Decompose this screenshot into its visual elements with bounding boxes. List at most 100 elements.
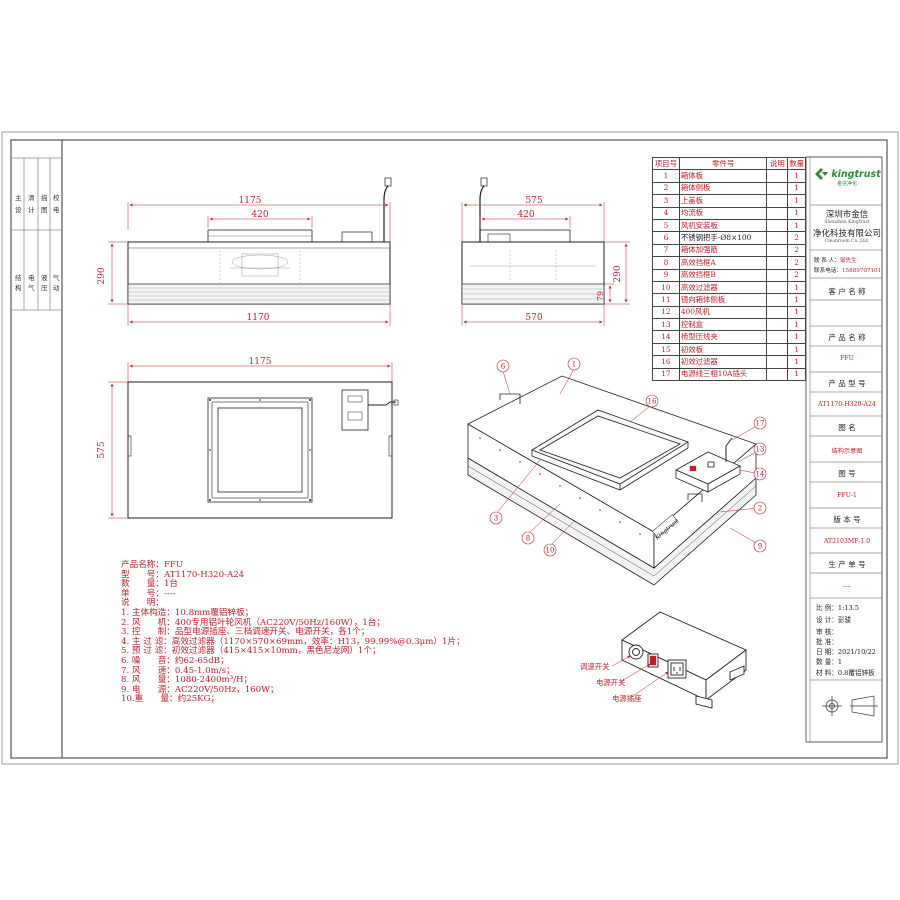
iso-label-10: 10 [546,547,555,555]
dim-top-width: 1175 [249,357,272,367]
bom-cell-no: 12 [652,305,680,320]
bom-cell-remark [766,355,789,369]
contact-label: 联 系 人： [814,258,840,264]
dim-top-height: 575 [97,441,107,458]
svg-text:构: 构 [15,283,22,292]
isometric-view [467,375,757,586]
svg-text:电: 电 [53,205,60,214]
company-name-en-2: Cleanroom Co.,Ltd. [824,239,870,244]
iso-label-13: 13 [756,446,765,454]
product-model-value: AT1170-H320-A24 [818,401,876,408]
iso-label-8: 8 [526,535,530,543]
customer-label: 客 户 名 称 [828,287,866,296]
bom-cell-qty: 2 [787,243,806,258]
bom-cell-qty: 1 [787,355,806,369]
spec-date: 日 期：2021/10/22 [816,648,876,656]
bom-cell-part: 镜向箱体侧板 [678,293,768,307]
bom-cell-part: 椅型压线夹 [678,330,768,344]
note-line: 10.重 量：约25KG； [121,694,220,705]
note-line: 4. 主 过 滤：高效过滤器（1170×570×69mm，效率：H13，99.9… [121,636,465,647]
dim-side-small: 79 [596,291,605,301]
spec-approve: 批 准： [816,638,838,646]
bom-cell-no: 13 [652,318,680,332]
note-line: 1. 主体构造：10.8mm覆铝锌板； [121,607,254,618]
bom-cell-qty: 1 [787,218,806,233]
version-label: 版 本 号 [833,515,861,524]
bom-cell-part: 风机安装板 [678,218,768,233]
bom-cell-qty: 1 [787,318,806,332]
iso-label-9: 9 [758,543,762,551]
bom-cell-part: 电源线三相10A插头 [678,367,768,382]
company-name-2: 净化科技有限公司 [812,229,881,239]
iso-label-2: 2 [758,505,762,513]
phone-value: 15889707101 [841,268,882,274]
bom-cell-no: 4 [652,206,680,220]
bom-cell-remark [766,318,789,332]
note-line: 产品名称：FFU [121,560,184,570]
svg-text:气: 气 [53,273,60,282]
bom-header-part: 零件号 [678,156,768,171]
callout-power-switch: 电源开关 [596,678,626,687]
bom-cell-no: 1 [652,169,680,183]
bom-cell-no: 11 [652,293,680,307]
svg-text:压: 压 [41,284,48,292]
contact-row: 联 系 人：邹先生 [814,256,857,264]
drawing-name-label: 图 名 [838,423,856,432]
company-logo: kingtrust [812,166,882,182]
iso-label-1: 1 [572,361,576,369]
bom-cell-remark [766,342,789,357]
spec-scale: 比 例：1:13.5 [816,604,859,612]
bom-cell-remark [766,169,789,183]
bom-cell-no: 9 [652,268,680,282]
version-value: AT2103MF-1.0 [823,538,871,545]
dim-side-width: 575 [525,196,542,206]
spec-designer: 设 计：彭骏 [816,616,852,624]
bom-cell-no: 2 [652,181,680,196]
note-line: 5. 预 过 滤：初效过滤器（415×415×10mm，黑色尼龙网）1个； [121,646,381,657]
svg-text:计: 计 [28,205,35,214]
callout-speed-switch: 调速开关 [580,662,610,671]
bom-cell-remark [766,206,789,220]
bom-cell-part: 箱体侧板 [678,181,768,196]
drawing-name-value: 结构示意图 [831,448,863,455]
bom-cell-qty: 1 [787,342,806,357]
bom-cell-qty: 1 [787,367,806,382]
phone-row: 联系电话：15889707101 [814,266,881,274]
svg-text:校: 校 [53,193,60,202]
svg-text:结: 结 [15,273,22,282]
bom-cell-remark [766,305,789,320]
bom-cell-part: 控制盒 [678,318,768,332]
svg-text:设: 设 [15,205,22,214]
drawing-no-value: FFU-1 [837,492,857,499]
svg-text:描: 描 [41,193,48,202]
iso-label-16: 16 [648,398,657,406]
control-box-detail [621,611,747,709]
bom-cell-remark [766,243,789,258]
bom-cell-qty: 1 [787,305,806,320]
bom-cell-part: 400风机 [678,305,768,320]
svg-text:电: 电 [28,273,35,282]
bom-cell-part: 初效板 [678,342,768,357]
svg-text:主: 主 [15,193,22,202]
iso-label-6: 6 [501,363,506,371]
bom-cell-part: 初效过滤器 [678,355,768,369]
company-name-1: 深圳市金信 [825,210,869,220]
bom-cell-no: 6 [652,231,680,245]
bom-cell-part: 箱体板 [678,169,768,183]
bom-cell-qty: 2 [787,268,806,282]
spec-material: 材 料：0.8覆铝锌板 [816,669,875,677]
bom-cell-part: 高效挡框B [678,268,768,282]
dim-front-inner: 420 [251,210,268,220]
bom-cell-no: 7 [652,243,680,258]
